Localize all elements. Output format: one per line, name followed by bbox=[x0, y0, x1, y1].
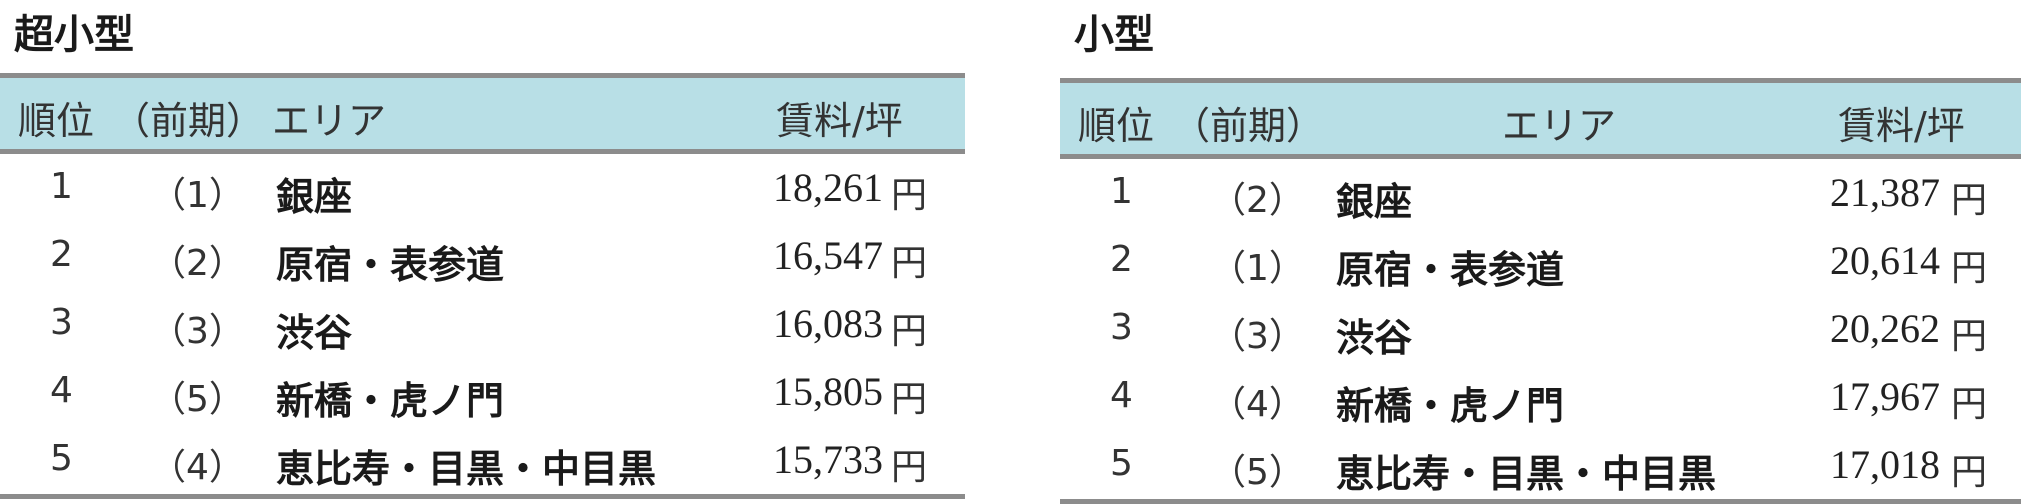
rank-cell: 4 bbox=[1110, 375, 1133, 416]
price-cell: 20,262 bbox=[1830, 306, 1940, 351]
header-previous: （前期） bbox=[1172, 104, 1325, 148]
table-header: 順位 （前期） エリア 賃料/坪 bbox=[1060, 78, 2021, 159]
table-row: 4 （4） 新橋・虎ノ門 17,967 円 bbox=[1060, 363, 2021, 431]
rank-cell: 3 bbox=[1110, 307, 1133, 348]
area-cell: 原宿・表参道 bbox=[1336, 248, 1565, 292]
table-row: 2 （1） 原宿・表参道 20,614 円 bbox=[1060, 227, 2021, 295]
price-cell: 15,805 bbox=[773, 369, 883, 414]
header-area: エリア bbox=[272, 99, 387, 143]
area-cell: 銀座 bbox=[276, 175, 353, 219]
price-cell: 15,733 bbox=[773, 437, 883, 482]
header-rent: 賃料/坪 bbox=[1838, 104, 1965, 148]
header-rank: 順位 bbox=[1078, 104, 1155, 148]
ranking-table: 順位 （前期） エリア 賃料/坪 1 （1） 銀座 18,261 円 2 （2）… bbox=[0, 73, 965, 499]
table-title: 小型 bbox=[1074, 12, 1154, 58]
table-row: 5 （4） 恵比寿・目黒・中目黒 15,733 円 bbox=[0, 426, 965, 494]
price-cell: 20,614 bbox=[1830, 238, 1940, 283]
area-cell: 渋谷 bbox=[276, 311, 353, 355]
previous-rank-cell: （2） bbox=[1210, 180, 1305, 221]
area-cell: 恵比寿・目黒・中目黒 bbox=[276, 447, 657, 491]
previous-rank-cell: （5） bbox=[1210, 452, 1305, 493]
table-bottom-rule bbox=[0, 494, 965, 499]
previous-rank-cell: （3） bbox=[1210, 316, 1305, 357]
yen-unit: 円 bbox=[1951, 248, 1988, 289]
rank-cell: 5 bbox=[1110, 443, 1133, 484]
table-row: 5 （5） 恵比寿・目黒・中目黒 17,018 円 bbox=[1060, 431, 2021, 499]
table-row: 1 （1） 銀座 18,261 円 bbox=[0, 154, 965, 222]
table-header: 順位 （前期） エリア 賃料/坪 bbox=[0, 73, 965, 154]
header-previous: （前期） bbox=[112, 99, 265, 143]
table-title: 超小型 bbox=[14, 12, 134, 58]
table-row: 3 （3） 渋谷 16,083 円 bbox=[0, 290, 965, 358]
table-row: 4 （5） 新橋・虎ノ門 15,805 円 bbox=[0, 358, 965, 426]
header-rank: 順位 bbox=[18, 99, 95, 143]
yen-unit: 円 bbox=[891, 243, 928, 284]
area-cell: 渋谷 bbox=[1336, 316, 1413, 360]
price-cell: 18,261 bbox=[773, 165, 883, 210]
header-rent: 賃料/坪 bbox=[776, 99, 903, 143]
yen-unit: 円 bbox=[1951, 384, 1988, 425]
table-row: 2 （2） 原宿・表参道 16,547 円 bbox=[0, 222, 965, 290]
area-cell: 恵比寿・目黒・中目黒 bbox=[1336, 452, 1717, 496]
area-cell: 新橋・虎ノ門 bbox=[276, 379, 505, 423]
price-cell: 16,083 bbox=[773, 301, 883, 346]
rank-cell: 2 bbox=[1110, 239, 1133, 280]
area-cell: 銀座 bbox=[1336, 180, 1413, 224]
area-cell: 原宿・表参道 bbox=[276, 243, 505, 287]
yen-unit: 円 bbox=[891, 379, 928, 420]
table-row: 3 （3） 渋谷 20,262 円 bbox=[1060, 295, 2021, 363]
rank-cell: 2 bbox=[50, 234, 73, 275]
previous-rank-cell: （1） bbox=[150, 175, 245, 216]
table-bottom-rule bbox=[1060, 499, 2021, 504]
rank-cell: 5 bbox=[50, 438, 73, 479]
rank-cell: 1 bbox=[1110, 171, 1133, 212]
previous-rank-cell: （1） bbox=[1210, 248, 1305, 289]
previous-rank-cell: （2） bbox=[150, 243, 245, 284]
price-cell: 17,967 bbox=[1830, 374, 1940, 419]
ranking-table: 順位 （前期） エリア 賃料/坪 1 （2） 銀座 21,387 円 2 （1）… bbox=[1060, 78, 2021, 504]
price-cell: 16,547 bbox=[773, 233, 883, 278]
previous-rank-cell: （3） bbox=[150, 311, 245, 352]
yen-unit: 円 bbox=[1951, 180, 1988, 221]
area-cell: 新橋・虎ノ門 bbox=[1336, 384, 1565, 428]
yen-unit: 円 bbox=[891, 447, 928, 488]
yen-unit: 円 bbox=[1951, 452, 1988, 493]
previous-rank-cell: （4） bbox=[1210, 384, 1305, 425]
yen-unit: 円 bbox=[891, 175, 928, 216]
price-cell: 21,387 bbox=[1830, 170, 1940, 215]
header-area: エリア bbox=[1502, 104, 1617, 148]
rank-cell: 4 bbox=[50, 370, 73, 411]
yen-unit: 円 bbox=[1951, 316, 1988, 357]
previous-rank-cell: （4） bbox=[150, 447, 245, 488]
yen-unit: 円 bbox=[891, 311, 928, 352]
table-row: 1 （2） 銀座 21,387 円 bbox=[1060, 159, 2021, 227]
previous-rank-cell: （5） bbox=[150, 379, 245, 420]
rank-cell: 1 bbox=[50, 166, 73, 207]
price-cell: 17,018 bbox=[1830, 442, 1940, 487]
rank-cell: 3 bbox=[50, 302, 73, 343]
